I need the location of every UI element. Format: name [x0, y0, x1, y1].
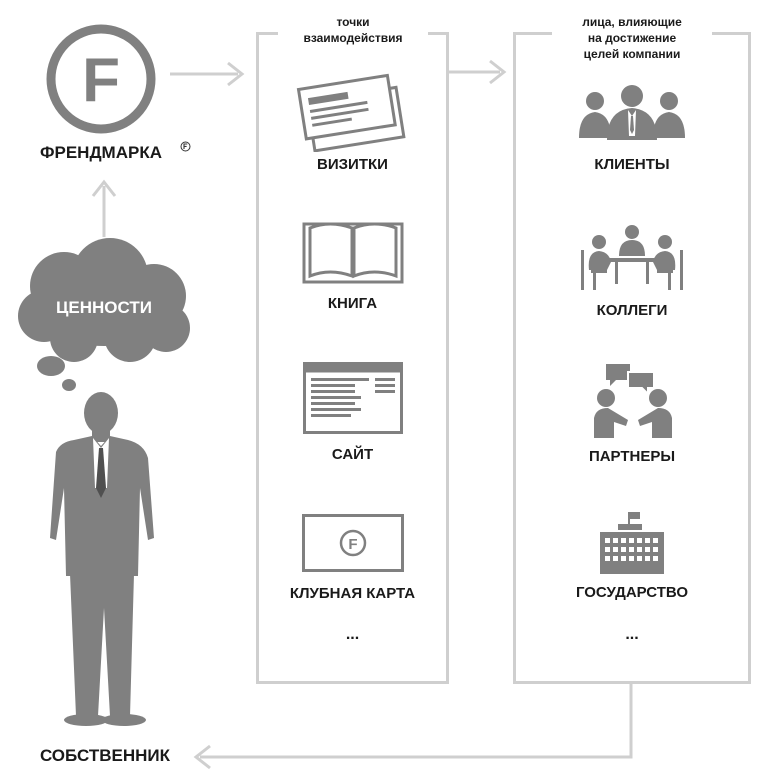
touchpoints-panel — [256, 32, 449, 684]
club-card-mark: F — [348, 536, 357, 553]
stakeholder-label-partners: ПАРТНЕРЫ — [588, 448, 676, 465]
partners-icon — [594, 364, 672, 438]
stakeholders-header-line1: ЛИЦА, ВЛИЯЮЩИЕ — [582, 15, 682, 29]
touchpoints-more: ... — [345, 626, 360, 643]
stakeholders-header: ЛИЦА, ВЛИЯЮЩИЕ НА ДОСТИЖЕНИЕ ЦЕЛЕЙ КОМПА… — [552, 14, 712, 62]
stakeholder-label-clients: КЛИЕНТЫ — [594, 156, 670, 173]
book-icon — [302, 222, 404, 284]
stakeholders-header-line3: ЦЕЛЕЙ КОМПАНИИ — [583, 47, 681, 61]
business-cards-icon — [296, 73, 406, 152]
brand-trademark-icon — [180, 141, 191, 152]
owner-label-text: СОБСТВЕННИК — [39, 746, 171, 765]
government-icon — [600, 512, 664, 574]
brand-logo: F — [46, 24, 156, 134]
club-card-icon: F — [302, 514, 404, 572]
values-cloud-label: ЦЕННОСТИ — [24, 298, 184, 318]
website-icon — [303, 362, 403, 434]
stakeholder-label-colleagues: КОЛЛЕГИ — [596, 302, 668, 319]
stakeholders-panel — [513, 32, 751, 684]
clients-icon — [579, 85, 685, 140]
touchpoint-label-club-card: КЛУБНАЯ КАРТА — [289, 585, 416, 602]
owner-silhouette-icon — [50, 392, 154, 726]
brand-logo-letter: F — [82, 46, 120, 115]
brand-name: ФРЕНДМАРКА — [16, 143, 186, 163]
stakeholder-label-government: ГОСУДАРСТВО — [575, 584, 689, 601]
values-cloud-text: ЦЕННОСТИ — [56, 298, 152, 317]
values-cloud — [18, 238, 190, 391]
touchpoint-label-cards: ВИЗИТКИ — [317, 156, 388, 173]
colleagues-icon — [581, 225, 683, 290]
brand-name-text: ФРЕНДМАРКА — [39, 143, 162, 162]
touchpoint-label-book: КНИГА — [327, 295, 378, 312]
touchpoints-header: ТОЧКИ ВЗАИМОДЕЙСТВИЯ — [278, 14, 428, 46]
owner-label: СОБСТВЕННИК — [16, 746, 194, 766]
touchpoint-label-site: САЙТ — [331, 446, 374, 463]
stakeholders-more: ... — [625, 626, 639, 643]
stakeholders-header-line2: НА ДОСТИЖЕНИЕ — [587, 31, 677, 45]
touchpoints-header-line1: ТОЧКИ — [336, 15, 370, 29]
touchpoints-header-line2: ВЗАИМОДЕЙСТВИЯ — [303, 31, 403, 45]
